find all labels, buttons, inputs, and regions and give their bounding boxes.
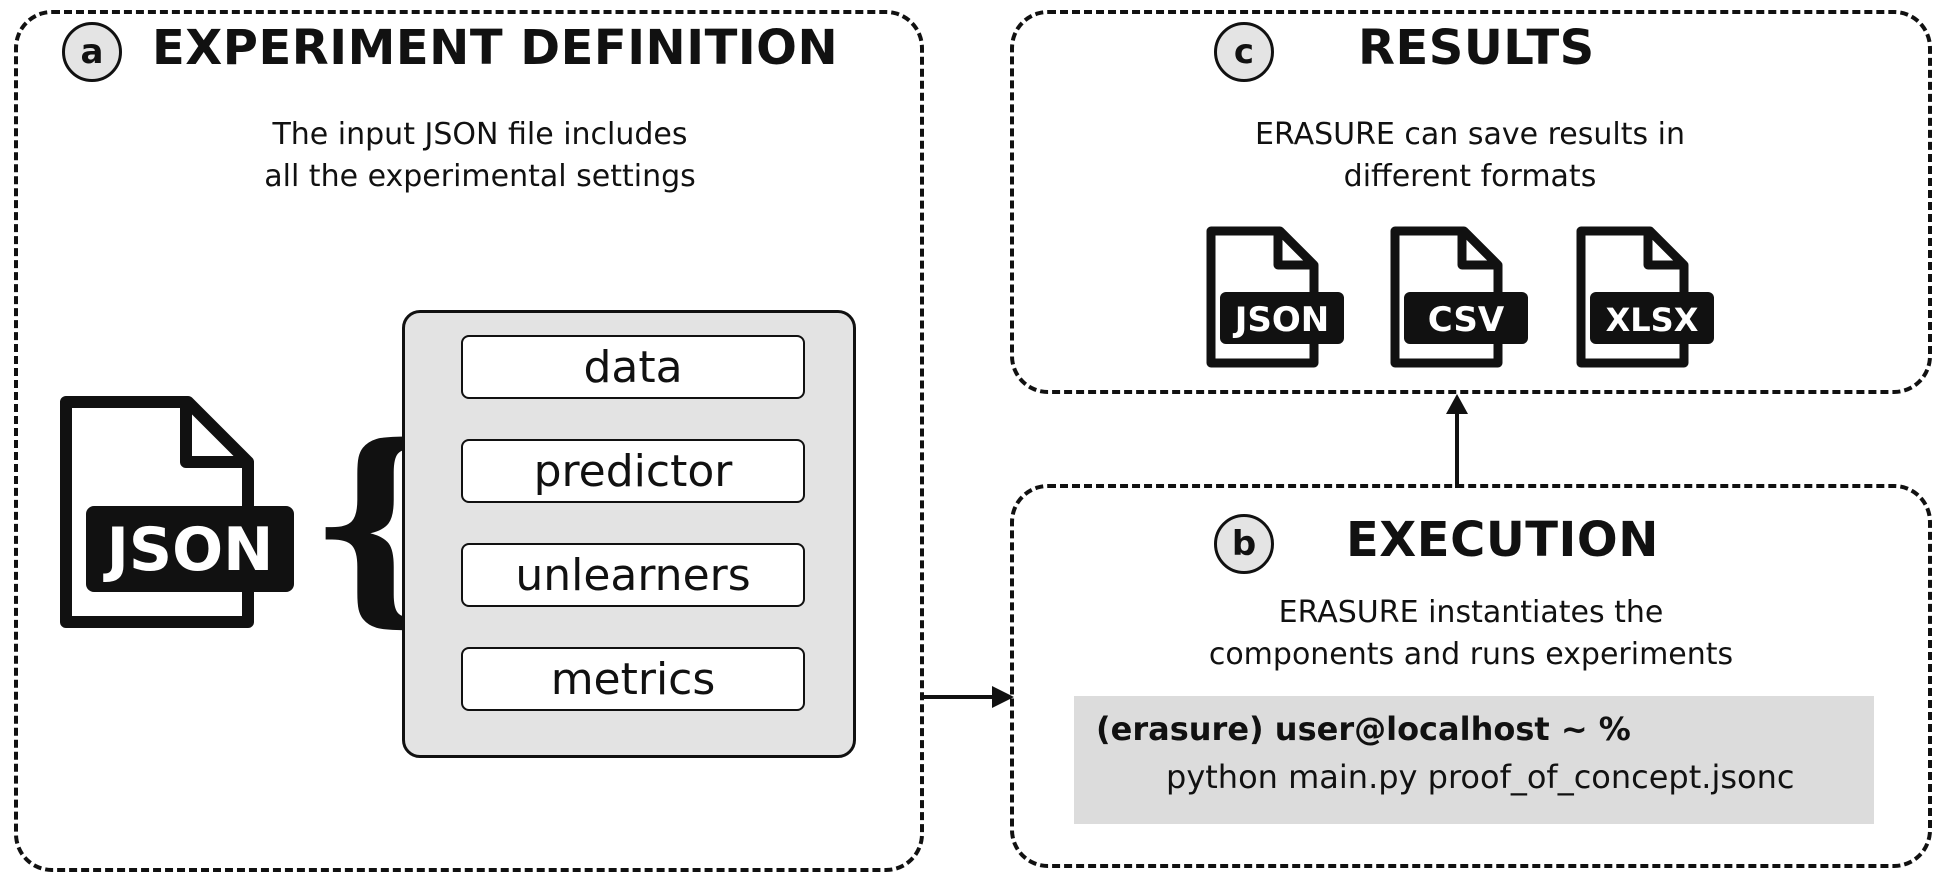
file-corner-fold xyxy=(180,402,248,468)
arrow-right xyxy=(922,686,1014,708)
execution-title: EXECUTION xyxy=(1346,512,1659,568)
description-line: ERASURE instantiates the xyxy=(1278,595,1664,630)
terminal-box: (erasure) user@localhost ~ % python main… xyxy=(1074,696,1874,824)
panel-b-badge: b xyxy=(1214,514,1274,574)
file-corner-fold xyxy=(1457,231,1498,270)
results-title: RESULTS xyxy=(1358,20,1595,76)
file-label-bar xyxy=(86,506,294,592)
file-label-text: JSON xyxy=(103,515,274,585)
execution-description: ERASURE instantiates the components and … xyxy=(1146,592,1796,676)
key-predictor: predictor xyxy=(461,439,805,503)
file-label-bar xyxy=(1220,292,1344,344)
arrow-up xyxy=(1446,394,1468,488)
file-label-text: JSON xyxy=(1233,300,1330,340)
key-data: data xyxy=(461,335,805,399)
file-corner-fold xyxy=(1643,231,1684,270)
xlsx-file-icon: XLSX xyxy=(1576,226,1714,368)
arrow-head xyxy=(1446,394,1468,414)
experiment-definition-panel xyxy=(14,10,924,872)
file-label-text: CSV xyxy=(1428,300,1505,340)
results-panel xyxy=(1010,10,1932,394)
panel-c-badge: c xyxy=(1214,22,1274,82)
json-file-icon: JSON xyxy=(60,396,294,628)
csv-file-icon: CSV xyxy=(1390,226,1528,368)
json-keys-group: data predictor unlearners metrics xyxy=(402,310,856,758)
panel-a-badge: a xyxy=(62,22,122,82)
arrow-head xyxy=(992,686,1014,708)
experiment-definition-title: EXPERIMENT DEFINITION xyxy=(152,20,839,76)
file-label-bar xyxy=(1404,292,1528,344)
file-label-text: XLSX xyxy=(1606,301,1699,339)
description-line: ERASURE can save results in xyxy=(1254,117,1686,152)
description-line: different formats xyxy=(1343,159,1597,194)
key-unlearners: unlearners xyxy=(461,543,805,607)
description-line: components and runs experiments xyxy=(1208,637,1734,672)
description-line: The input JSON file includes xyxy=(272,117,688,152)
file-label-bar xyxy=(1590,292,1714,344)
terminal-command: python main.py proof_of_concept.jsonc xyxy=(1166,758,1795,796)
key-metrics: metrics xyxy=(461,647,805,711)
file-corner-fold xyxy=(1273,231,1314,270)
description-line: all the experimental settings xyxy=(264,159,696,194)
terminal-prompt: (erasure) user@localhost ~ % xyxy=(1096,710,1631,748)
execution-panel xyxy=(1010,484,1932,868)
json-file-icon: JSON xyxy=(1206,226,1344,368)
results-description: ERASURE can save results in different fo… xyxy=(1170,114,1770,198)
experiment-definition-description: The input JSON file includes all the exp… xyxy=(180,114,780,198)
